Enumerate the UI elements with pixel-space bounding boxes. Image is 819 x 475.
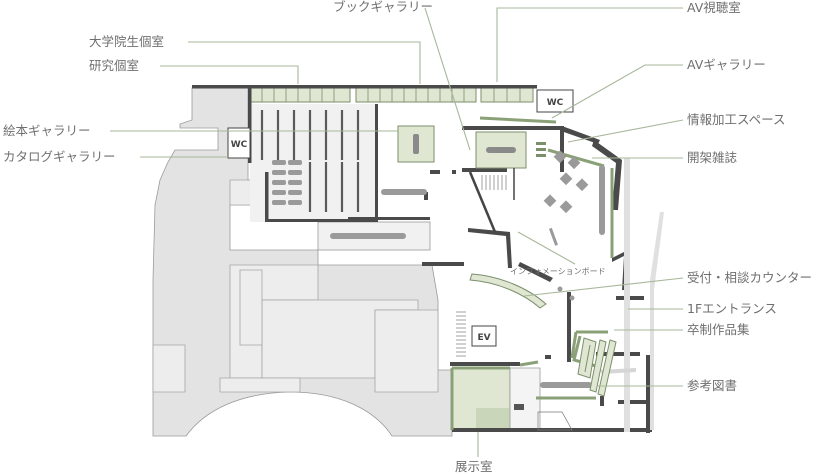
label-info-workspace: 情報加工スペース bbox=[687, 112, 786, 127]
interior-zones bbox=[250, 104, 541, 431]
label-info-board: インフォメーションボード bbox=[510, 267, 606, 276]
reception-counter bbox=[469, 273, 547, 309]
right-facade bbox=[600, 158, 664, 432]
label-book-gallery: ブックギャラリー bbox=[333, 0, 433, 14]
stairs bbox=[456, 168, 515, 357]
book-stacks bbox=[260, 110, 360, 212]
elevator: EV bbox=[471, 325, 497, 347]
book-gallery-area bbox=[475, 131, 546, 169]
svg-text:EV: EV bbox=[477, 333, 490, 343]
label-research-room: 研究個室 bbox=[89, 58, 139, 73]
label-av-gallery: AVギャラリー bbox=[687, 57, 766, 72]
leader-lines bbox=[110, 7, 684, 457]
label-reference-books: 参考図書 bbox=[687, 378, 737, 393]
label-open-magazines: 開架雑誌 bbox=[687, 150, 738, 165]
label-picture-book-gallery: 絵本ギャラリー bbox=[3, 123, 91, 138]
label-entrance-1f: 1Fエントランス bbox=[687, 301, 777, 316]
label-graduation-works: 卒制作品集 bbox=[687, 322, 750, 337]
label-catalog-gallery: カタログギャラリー bbox=[3, 149, 116, 164]
wc-room-top: WC bbox=[536, 89, 574, 113]
left-service-area bbox=[152, 87, 453, 437]
magazine-display bbox=[543, 150, 589, 246]
picture-book-gallery-area bbox=[397, 125, 435, 163]
svg-text:WC: WC bbox=[231, 140, 248, 150]
private-rooms-strip bbox=[249, 87, 534, 103]
svg-text:WC: WC bbox=[547, 98, 564, 108]
label-av-room: AV視聴室 bbox=[687, 0, 741, 15]
seating bbox=[272, 160, 605, 388]
label-reception-counter: 受付・相談カウンター bbox=[687, 270, 812, 285]
label-grad-room: 大学院生個室 bbox=[89, 34, 164, 49]
wc-room-left: WC bbox=[227, 127, 251, 159]
callout-labels: ブックギャラリー AV視聴室 大学院生個室 研究個室 AVギャラリー 絵本ギャラ… bbox=[3, 0, 812, 474]
label-exhibition-room: 展示室 bbox=[455, 459, 493, 474]
graduation-works-shelves bbox=[514, 286, 617, 431]
